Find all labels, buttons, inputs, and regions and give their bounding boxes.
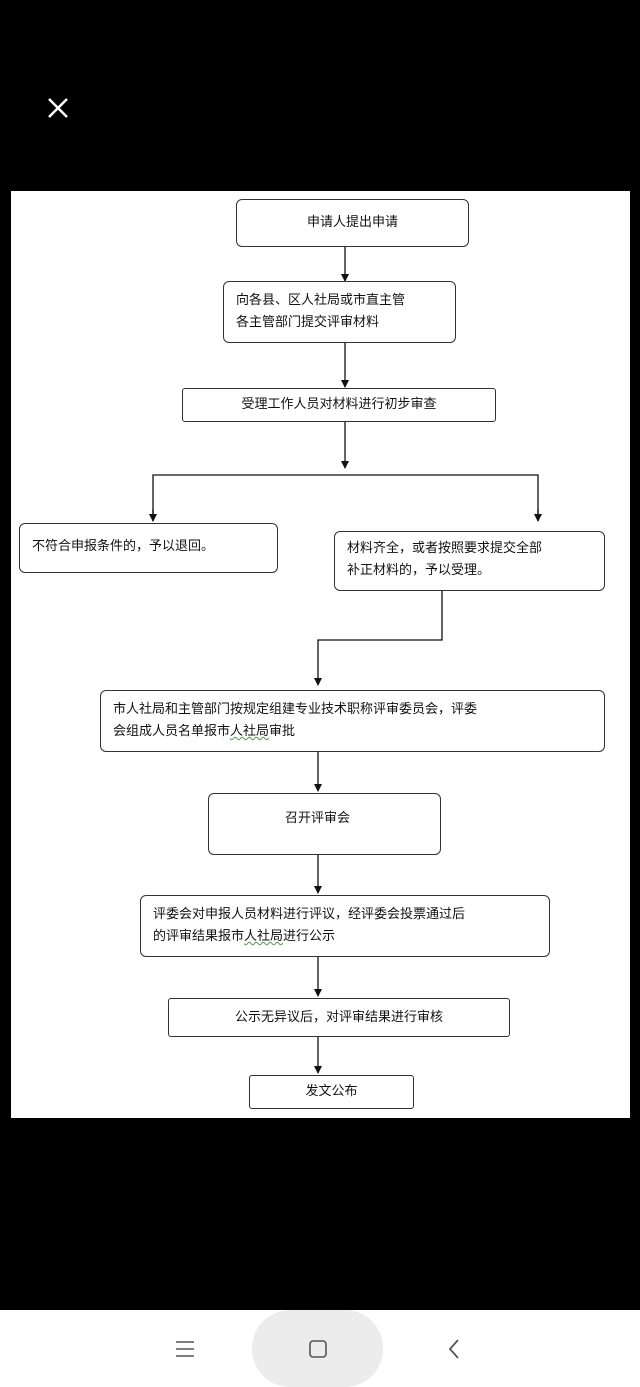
branch-line (152, 474, 539, 521)
step-preliminary-review-text: 受理工作人员对材料进行初步审查 (241, 397, 437, 412)
step-form-committee-line2-c: 审批 (269, 724, 296, 739)
step-form-committee-line2: 会组成人员名单报市人社局审批 (113, 721, 592, 743)
step-hold-review-meeting-text: 召开评审会 (285, 811, 351, 826)
back-icon (448, 1339, 459, 1359)
step-form-committee-line2-a: 会组成人员名单报市 (113, 724, 231, 739)
step-submit-application-text: 申请人提出申请 (306, 215, 398, 230)
flowchart-image: 申请人提出申请 向各县、区人社局或市直主管 各主管部门提交评审材料 受理工作人员… (11, 191, 630, 1118)
step-form-committee: 市人社局和主管部门按规定组建专业技术职称评审委员会，评委 会组成人员名单报市人社… (100, 690, 605, 752)
step-submit-materials-line2: 各主管部门提交评审材料 (236, 315, 380, 330)
flowchart-connectors (149, 246, 542, 1074)
outcome-reject-text: 不符合申报条件的，予以退回。 (32, 539, 215, 554)
close-icon (48, 98, 68, 118)
step-submit-application: 申请人提出申请 (236, 199, 469, 247)
system-nav-bar (0, 1310, 640, 1387)
home-button[interactable] (252, 1310, 383, 1387)
step-evaluate-publicize-line2-c: 进行公示 (283, 929, 336, 944)
arrow-merge (314, 591, 443, 686)
outcome-accept-line2: 补正材料的，予以受理。 (347, 563, 491, 578)
step-form-committee-line2-b: 人社局 (230, 724, 270, 739)
step-evaluate-publicize-line1: 评委会对申报人员材料进行评议，经评委会投票通过后 (153, 907, 466, 922)
back-button[interactable] (424, 1328, 484, 1370)
recent-apps-button[interactable] (155, 1328, 215, 1370)
step-publish-document: 发文公布 (249, 1075, 414, 1109)
outcome-reject: 不符合申报条件的，予以退回。 (19, 523, 278, 573)
step-publish-document-text: 发文公布 (305, 1084, 358, 1099)
outcome-accept: 材料齐全，或者按照要求提交全部 补正材料的，予以受理。 (334, 531, 605, 591)
step-hold-review-meeting: 召开评审会 (208, 793, 441, 855)
step-audit-results-text: 公示无异议后，对评审结果进行审核 (234, 1009, 443, 1025)
menu-icon (176, 1341, 194, 1357)
step-form-committee-line1: 市人社局和主管部门按规定组建专业技术职称评审委员会，评委 (113, 702, 478, 717)
step-submit-materials-line1: 向各县、区人社局或市直主管 (236, 293, 406, 308)
outcome-accept-line1: 材料齐全，或者按照要求提交全部 (347, 541, 543, 556)
close-button[interactable] (40, 90, 76, 126)
step-preliminary-review: 受理工作人员对材料进行初步审查 (182, 388, 496, 422)
step-evaluate-publicize-line2-b: 人社局 (244, 929, 284, 944)
step-audit-results: 公示无异议后，对评审结果进行审核 (168, 998, 510, 1037)
home-icon (308, 1339, 327, 1358)
step-evaluate-publicize-line2: 的评审结果报市人社局进行公示 (153, 926, 537, 948)
step-submit-materials: 向各县、区人社局或市直主管 各主管部门提交评审材料 (223, 281, 456, 343)
step-evaluate-publicize-line2-a: 的评审结果报市 (153, 929, 245, 944)
step-evaluate-publicize: 评委会对申报人员材料进行评议，经评委会投票通过后 的评审结果报市人社局进行公示 (140, 895, 550, 957)
